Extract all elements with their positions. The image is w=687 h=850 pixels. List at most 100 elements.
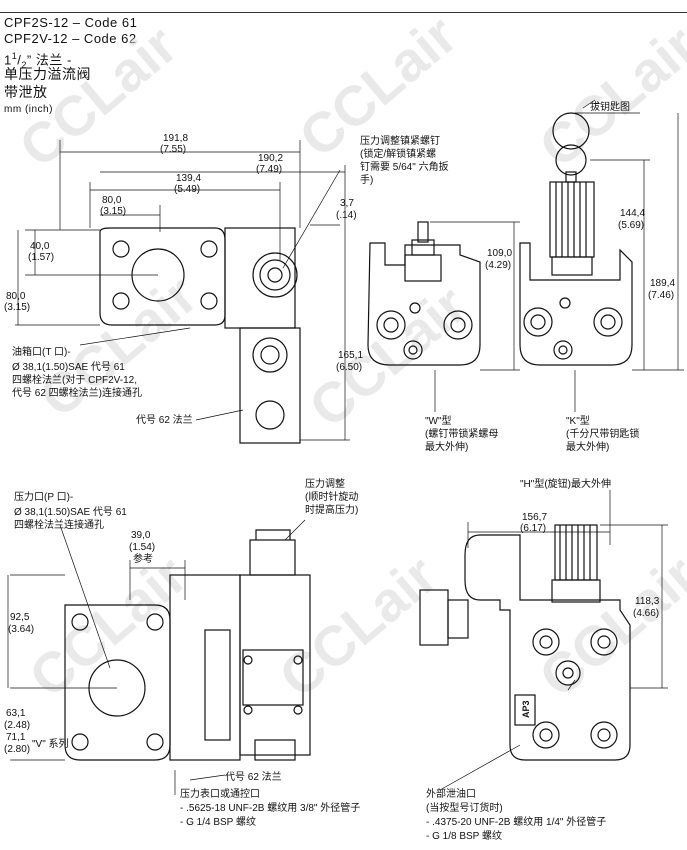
w-type-desc-2: 最大外伸) [425, 440, 468, 453]
v-series-note: "V" 系列 [32, 737, 69, 750]
dim-191-8-in: (7.55) [160, 144, 186, 155]
dim-3-7: 3,7 [340, 198, 354, 209]
dim-92-5-in: (3.64) [8, 624, 34, 635]
dim-39-0-ref: 参考 [133, 552, 153, 565]
dim-109-0-in: (4.29) [485, 260, 511, 271]
front-flange [64, 604, 171, 761]
dim-156-7: 156,7 [522, 512, 547, 523]
dim-139-4-in: (5.49) [174, 184, 200, 195]
dim-63-1-in: (2.48) [4, 720, 30, 731]
screw-note-3: 钉需要 5/64" 六角扳 [360, 160, 449, 173]
flange-62-label-front: 代号 62 法兰 [225, 770, 282, 783]
side-view [419, 490, 668, 791]
tank-port-3: 四螺栓法兰(对于 CPF2V-12, [12, 373, 137, 386]
dim-190-2-in: (7.49) [256, 164, 282, 175]
top-dim-lines [15, 140, 350, 441]
screw-note-4: 手) [360, 173, 373, 186]
dim-144-4-in: (5.69) [618, 220, 644, 231]
dim-156-7-in: (6.17) [520, 523, 546, 534]
drain-port-3: - .4375-20 UNF-2B 螺纹用 1/4" 外径管子 [426, 815, 606, 828]
k-view [519, 99, 684, 412]
drain-port-1: 外部泄油口 [426, 787, 476, 800]
adjust-note-2: (顺时针旋动 [305, 490, 358, 503]
dim-118-3-in: (4.66) [633, 608, 659, 619]
dim-165-1-in: (6.50) [336, 362, 362, 373]
pressure-port-1: 压力口(P 口)- [14, 490, 73, 503]
pressure-port-2: Ø 38,1(1.50)SAE 代号 61 [14, 506, 127, 518]
dim-71-1: 71,1 [6, 732, 26, 743]
top-view [15, 140, 350, 444]
k-type-desc-1: (千分尺带钥匙锁 [566, 427, 639, 440]
key-head-1 [552, 112, 590, 150]
dim-71-1-in: (2.80) [4, 744, 30, 755]
dim-80-0-v-in: (3.15) [4, 302, 30, 313]
tank-port-1: 油箱口(T 口)- [12, 345, 71, 358]
key-head-2 [555, 144, 587, 176]
product-subtitle: 带泄放 [4, 84, 48, 100]
adjust-note-3: 时提高压力) [305, 503, 358, 516]
drain-port-2: (当按型号订货时) [426, 801, 503, 814]
drain-port-4: - G 1/8 BSP 螺纹 [426, 829, 502, 842]
ap3-logo: AP3 [521, 700, 531, 718]
dim-92-5: 92,5 [10, 612, 30, 623]
h-body [464, 534, 631, 761]
watermark-8: CCLair [527, 543, 687, 709]
adjuster-knob [249, 539, 296, 576]
dim-40-0: 40,0 [30, 241, 50, 252]
dim-40-0-in: (1.57) [28, 252, 54, 263]
watermark-3: CCLair [527, 13, 687, 179]
pressure-port-3: 四螺栓法兰连接通孔 [14, 518, 104, 531]
model-line-2: CPF2V-12 – Code 62 [4, 31, 137, 46]
screw-note-1: 压力调整镇紧螺钉 [360, 134, 440, 147]
dim-190-2: 190,2 [258, 153, 283, 164]
dim-144-4: 144,4 [620, 208, 645, 219]
lower-block [239, 327, 301, 444]
dim-118-3: 118,3 [635, 596, 660, 607]
gauge-port-2: - .5625-18 UNF-2B 螺纹用 3/8" 外径管子 [180, 801, 360, 814]
dim-165-1: 165,1 [338, 350, 363, 361]
dim-39-0-in: (1.54) [129, 542, 155, 553]
top-view-labels: 191,8 (7.55) 190,2 (7.49) 139,4 (5.49) 8… [4, 133, 449, 426]
tank-port-2: Ø 38,1(1.50)SAE 代号 61 [12, 361, 125, 373]
w-type-label: "W"型 [425, 414, 452, 427]
front-view [7, 519, 311, 795]
k-type-label: "K"型 [566, 414, 590, 427]
w-view [367, 221, 520, 412]
dim-80-0-v: 80,0 [6, 291, 26, 302]
dim-191-8: 191,8 [163, 133, 188, 144]
front-view-labels: 压力口(P 口)- Ø 38,1(1.50)SAE 代号 61 四螺栓法兰连接通… [4, 477, 360, 828]
h-type-note: "H"型(旋钮)最大外伸 [520, 477, 611, 490]
w-body [367, 242, 481, 366]
k-type-desc-2: 最大外伸) [566, 440, 609, 453]
gauge-port-1: 压力表口或通控口 [180, 787, 260, 800]
screw-note-2: (锁定/解锁镇紧螺 [360, 147, 436, 160]
dim-63-1: 63,1 [6, 708, 26, 719]
gauge-port-3: - G 1/4 BSP 螺纹 [180, 815, 256, 828]
units-label: mm (inch) [4, 104, 53, 115]
k-view-labels: 拔钥匙图 144,4 (5.69) 189,4 (7.46) "K"型 (千分尺… [566, 100, 675, 453]
watermark-5: CCLair [297, 273, 478, 439]
side-view-labels: "H"型(旋钮)最大外伸 156,7 (6.17) 118,3 (4.66) 外… [426, 477, 660, 842]
dim-80-0-h: 80,0 [102, 195, 122, 206]
dim-39-0: 39,0 [131, 530, 151, 541]
h-knob [554, 524, 598, 581]
dim-189-4-in: (7.46) [648, 290, 674, 301]
adjust-note-1: 压力调整 [305, 477, 345, 490]
dim-80-0-h-in: (3.15) [100, 206, 126, 217]
model-line-1: CPF2S-12 – Code 61 [4, 15, 138, 30]
watermark-7: CCLair [267, 543, 448, 709]
flange-62-label-top: 代号 62 法兰 [136, 413, 193, 426]
w-view-labels: 109,0 (4.29) "W"型 (螺钉带锁紧螺母 最大外伸) [425, 248, 512, 453]
dim-3-7-in: (.14) [336, 210, 357, 221]
tank-port-4: 代号 62 四螺栓法兰)连接通孔 [12, 386, 142, 399]
w-type-desc-1: (螺钉带锁紧螺母 [425, 427, 498, 440]
dim-109-0: 109,0 [487, 248, 512, 259]
dim-139-4: 139,4 [176, 173, 201, 184]
key-removal-label: 拔钥匙图 [590, 100, 630, 113]
dim-189-4: 189,4 [650, 278, 675, 289]
flange-size: 11/2” 法兰 - [4, 51, 72, 70]
product-title: 单压力溢流阀 [4, 66, 91, 82]
top-rule [0, 12, 687, 13]
k-body [519, 242, 633, 366]
